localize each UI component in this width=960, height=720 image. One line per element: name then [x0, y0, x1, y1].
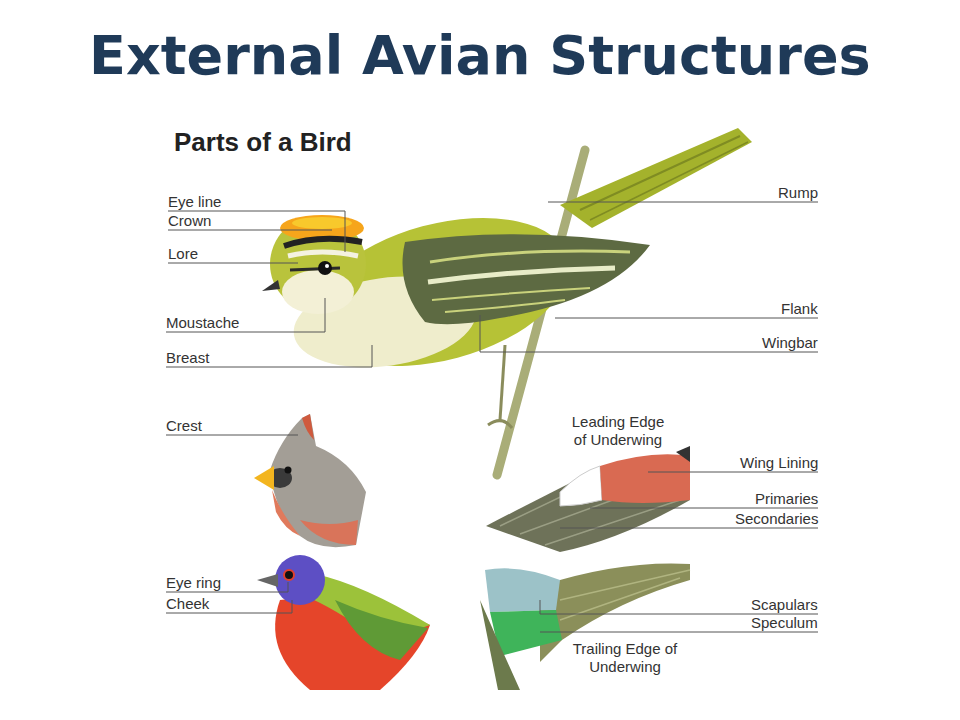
part-label: Scapulars: [751, 596, 818, 614]
part-label: Lore: [168, 245, 198, 263]
part-label: Crown: [168, 212, 211, 230]
part-label: Wing Lining: [740, 454, 818, 472]
part-label: Trailing Edge of Underwing: [572, 640, 678, 676]
part-label: Wingbar: [762, 334, 818, 352]
part-label: Rump: [778, 184, 818, 202]
slide-title: External Avian Structures: [89, 24, 871, 88]
figure-heading: Parts of a Bird: [174, 127, 352, 157]
part-label: Cheek: [166, 595, 209, 613]
cardinal-head: [254, 414, 366, 547]
part-label: Eye ring: [166, 574, 221, 592]
underwing-figure: [486, 446, 690, 552]
part-label: Flank: [781, 300, 818, 318]
bunting-figure: [257, 555, 430, 690]
leader-lines: [166, 202, 818, 632]
part-label: Leading Edge of Underwing: [566, 413, 670, 449]
part-label: Secondaries: [735, 510, 818, 528]
part-label: Crest: [166, 417, 202, 435]
part-label: Moustache: [166, 314, 239, 332]
part-label: Primaries: [755, 490, 818, 508]
kinglet-figure: [262, 128, 752, 428]
upperwing-figure: [480, 563, 690, 690]
part-label: Speculum: [751, 614, 818, 632]
part-label: Eye line: [168, 193, 221, 211]
part-label: Breast: [166, 349, 209, 367]
